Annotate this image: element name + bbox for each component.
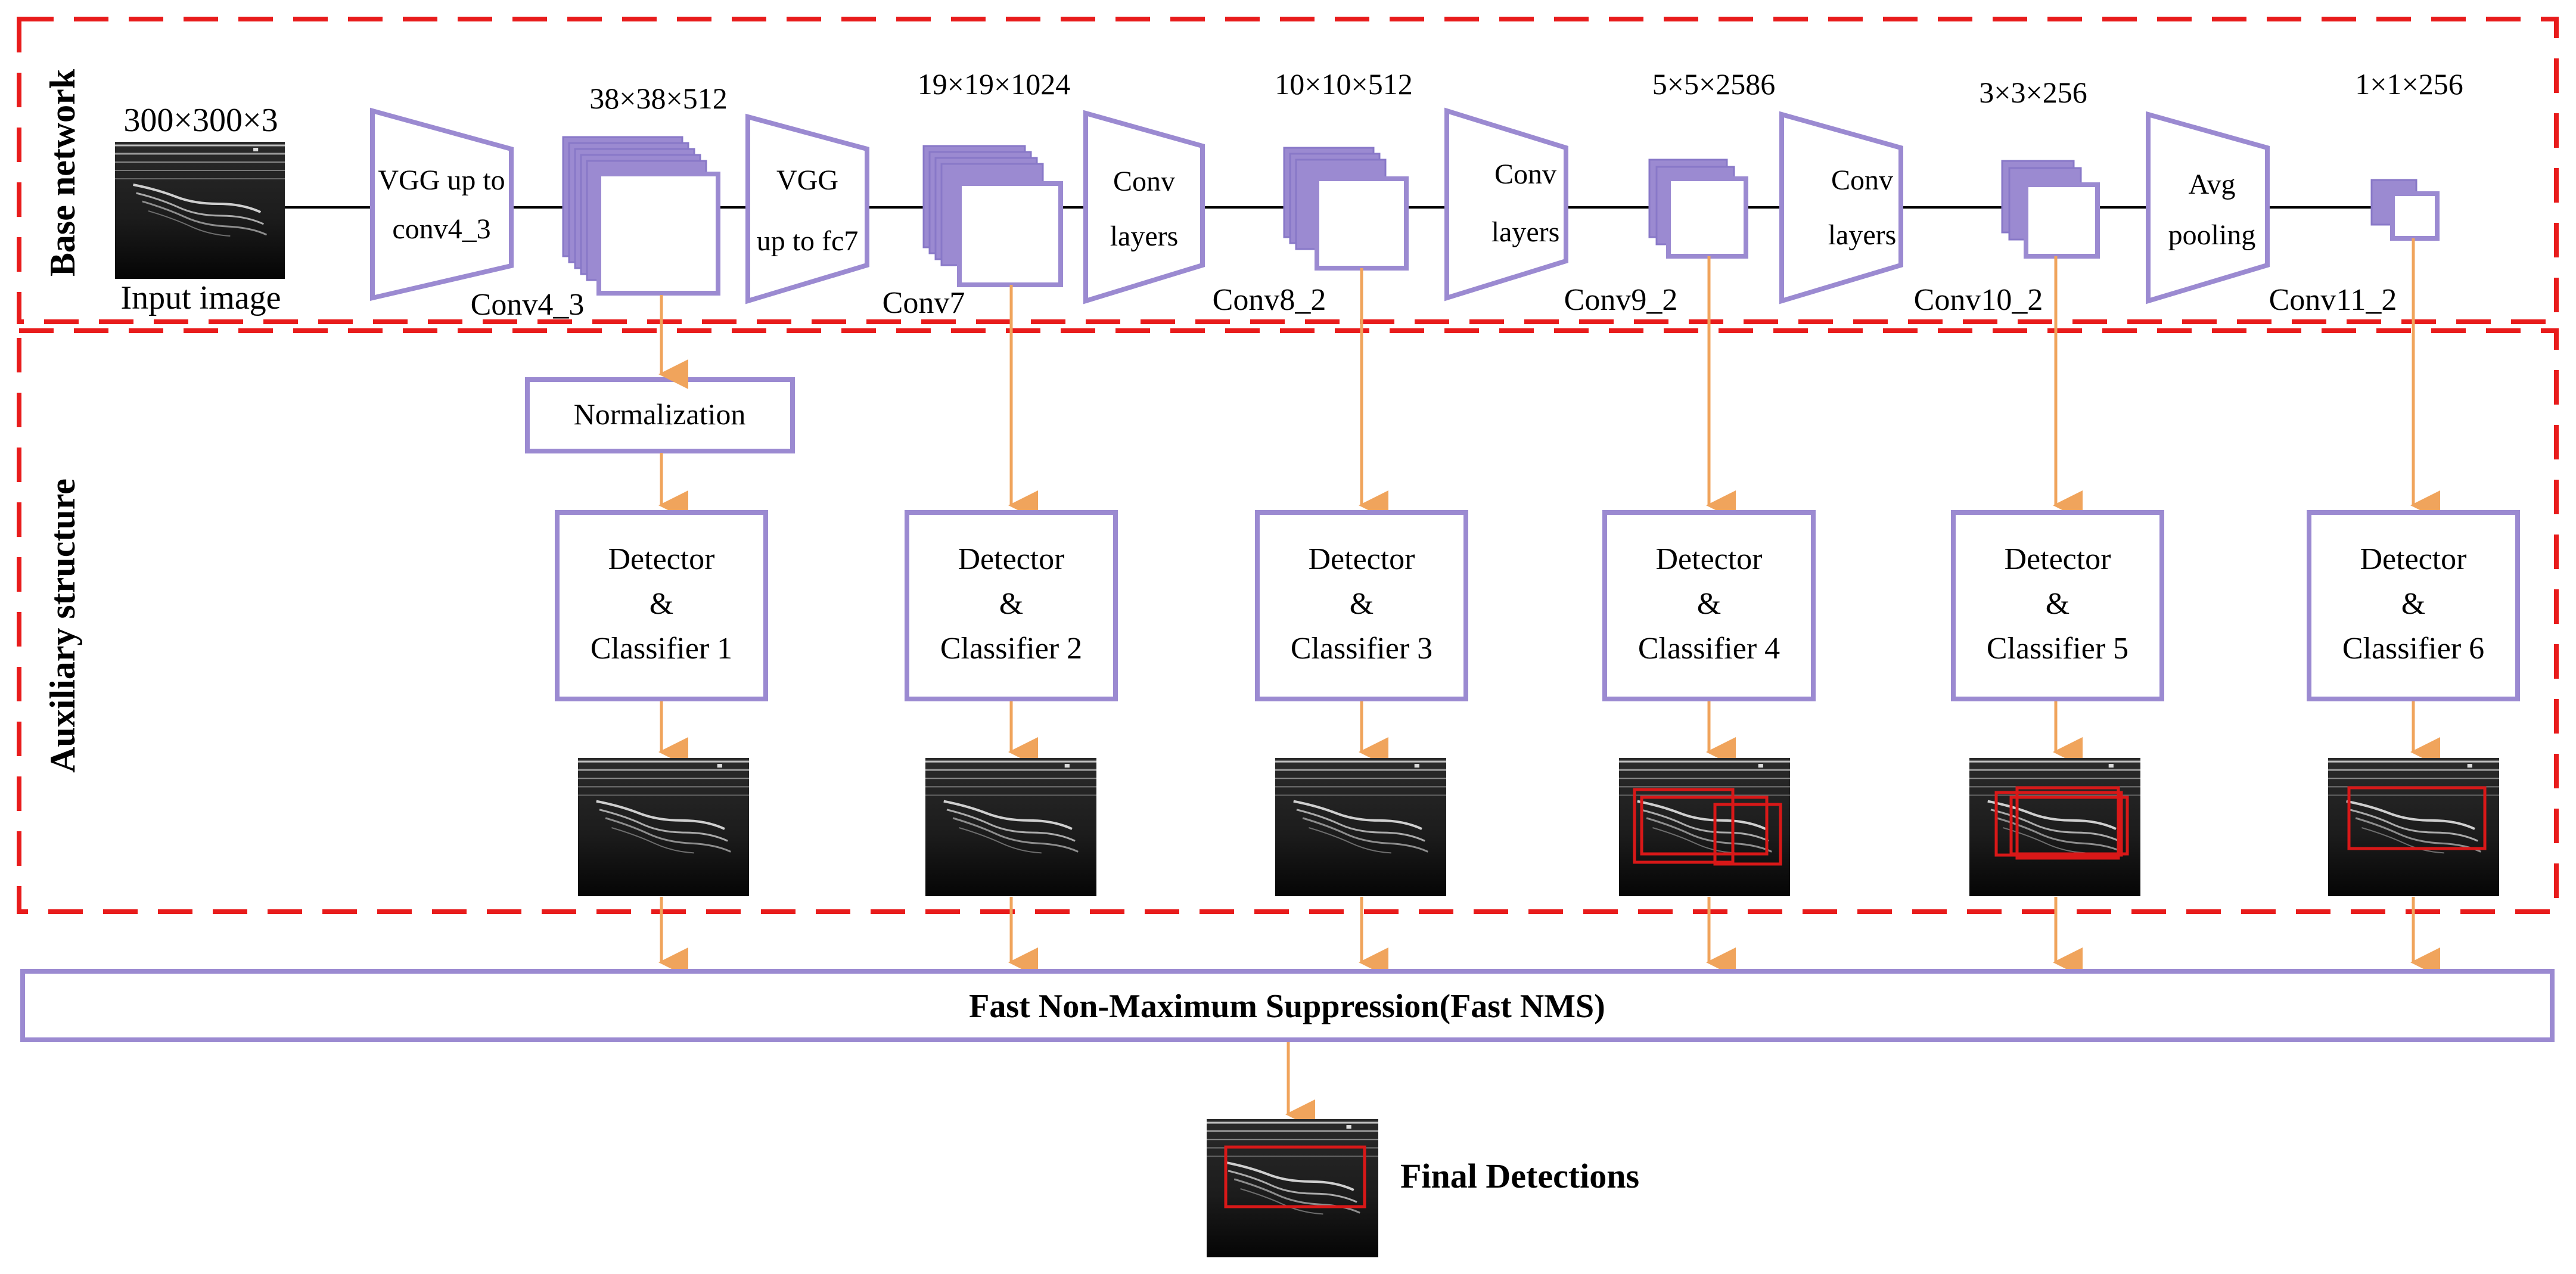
- feature-stack-conv10-2: [2001, 160, 2100, 259]
- detector-label-line2: &: [2046, 587, 2069, 621]
- transform-label-line1: Conv: [1494, 159, 1556, 190]
- detection-box: [2015, 786, 2120, 860]
- base-network-region: [17, 17, 2559, 324]
- arrows: [658, 238, 2440, 1129]
- transform-label-line1: Avg: [2188, 169, 2235, 200]
- transform-label-line1: Conv: [1831, 164, 1893, 196]
- detector-label-line1: Detector: [958, 542, 1064, 576]
- input-size-label: 300×300×3: [123, 102, 278, 139]
- detector-label-line2: &: [2401, 587, 2425, 621]
- detector-label-line1: Detector: [1308, 542, 1415, 576]
- feature-stack-conv9-2: [1648, 159, 1748, 259]
- transform-label-line1: VGG: [776, 164, 838, 196]
- transform-avg-pooling: Avg pooling: [2146, 111, 2270, 304]
- detector-label-line3: Classifier 1: [591, 632, 732, 666]
- detection-output-6: [2328, 758, 2499, 896]
- detector-label-line3: Classifier 4: [1638, 632, 1780, 666]
- detector-label-line1: Detector: [1655, 542, 1762, 576]
- detector-label-line3: Classifier 5: [1987, 632, 2128, 666]
- detector-classifier-5: Detector & Classifier 5: [1951, 510, 2164, 701]
- feature-label-conv9-2: Conv9_2: [1564, 283, 1678, 317]
- transform-label-line2: layers: [1110, 220, 1179, 252]
- detector-label-line3: Classifier 6: [2342, 632, 2484, 666]
- detector-label-line2: &: [650, 587, 673, 621]
- detector-classifier-4: Detector & Classifier 4: [1602, 510, 1816, 701]
- transform-vgg-fc7: VGG up to fc7: [745, 113, 869, 304]
- size-label-conv10-2: 3×3×256: [1979, 76, 2087, 109]
- detection-output-1: [578, 758, 749, 896]
- base-network-label: Base network: [43, 69, 82, 276]
- normalization-label: Normalization: [574, 397, 746, 431]
- transform-conv-layers-10: Conv layers: [1779, 111, 1903, 304]
- input-image: [115, 142, 285, 279]
- detection-output-3: [1275, 758, 1446, 896]
- detection-output-5: [1969, 758, 2140, 896]
- detection-output-2: [925, 758, 1096, 896]
- detection-box: [1224, 1145, 1366, 1208]
- final-detection-image: [1207, 1119, 1378, 1257]
- detector-label-line3: Classifier 3: [1291, 632, 1433, 666]
- detector-classifier-3: Detector & Classifier 3: [1255, 510, 1468, 701]
- feature-label-conv8-2: Conv8_2: [1213, 283, 1326, 317]
- feature-stack-conv7: [922, 145, 1063, 287]
- transform-label-line2: up to fc7: [757, 225, 859, 257]
- detector-classifier-1: Detector & Classifier 1: [555, 510, 768, 701]
- detector-label-line2: &: [999, 587, 1023, 621]
- detector-label-line1: Detector: [2004, 542, 2111, 576]
- detector-label-line2: &: [1697, 587, 1721, 621]
- input-image-caption: Input image: [120, 279, 281, 316]
- transform-label-line1: Conv: [1113, 166, 1175, 197]
- transform-label-line2: layers: [1828, 219, 1897, 251]
- detector-label-line3: Classifier 2: [940, 632, 1082, 666]
- fast-nms-box: [20, 969, 2555, 1042]
- transform-label-line1: VGG up to: [378, 164, 505, 196]
- feature-stack-conv11-2: [2370, 179, 2440, 241]
- final-detections-label: Final Detections: [1400, 1157, 1639, 1195]
- detector-classifier-6: Detector & Classifier 6: [2307, 510, 2520, 701]
- transform-vgg-conv4-3: VGG up to conv4_3: [370, 107, 514, 302]
- transform-conv-layers-8: Conv layers: [1083, 110, 1205, 304]
- detector-label-line1: Detector: [608, 542, 714, 576]
- feature-label-conv10-2: Conv10_2: [1914, 283, 2043, 317]
- feature-stack-conv8-2: [1283, 147, 1409, 271]
- size-label-conv9-2: 5×5×2586: [1652, 67, 1775, 101]
- feature-stack-conv4-3: [562, 136, 720, 296]
- detection-output-4: [1619, 758, 1790, 896]
- detection-box: [1640, 796, 1769, 856]
- detector-label-line1: Detector: [2360, 542, 2466, 576]
- transform-label-line2: conv4_3: [392, 213, 490, 245]
- feature-label-conv11-2: Conv11_2: [2269, 283, 2397, 317]
- size-label-conv11-2: 1×1×256: [2355, 67, 2463, 101]
- auxiliary-structure-region: [17, 328, 2559, 914]
- detection-box: [1713, 803, 1782, 866]
- detector-label-line2: &: [1350, 587, 1374, 621]
- detector-classifier-2: Detector & Classifier 2: [905, 510, 1118, 701]
- transform-label-line2: pooling: [2168, 219, 2256, 251]
- feature-label-conv4-3: Conv4_3: [471, 288, 585, 322]
- size-label-conv8-2: 10×10×512: [1275, 67, 1412, 101]
- size-label-conv4-3: 38×38×512: [589, 82, 727, 115]
- size-label-conv7: 19×19×1024: [918, 67, 1070, 101]
- auxiliary-structure-label: Auxiliary structure: [43, 478, 82, 773]
- transform-conv-layers-9: Conv layers: [1444, 107, 1568, 302]
- fast-nms-label: Fast Non-Maximum Suppression(Fast NMS): [969, 988, 1605, 1025]
- detection-box: [1633, 788, 1735, 864]
- feature-label-conv7: Conv7: [883, 286, 965, 320]
- transform-label-line2: layers: [1491, 216, 1560, 248]
- detection-box: [2347, 786, 2487, 850]
- detection-box: [2009, 796, 2129, 856]
